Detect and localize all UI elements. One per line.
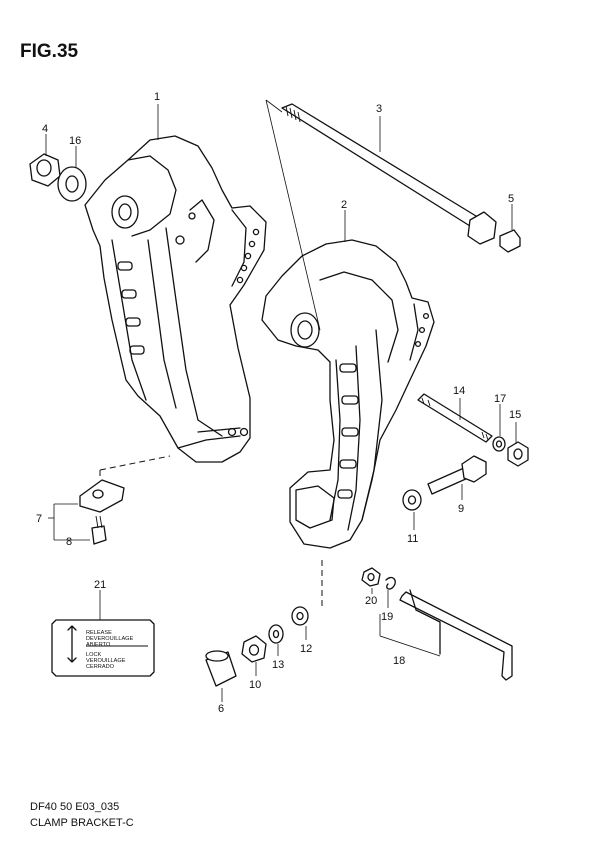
callout-numbers: 1 2 3 4 5 6 7 8 9 10 11 12 13 14 15 16 1… xyxy=(36,91,521,715)
label-line-3: ABIERTO xyxy=(86,642,111,648)
figure-title: FIG.35 xyxy=(20,41,79,62)
plate-and-screw xyxy=(79,455,171,545)
label-line-4: LOCK xyxy=(86,652,102,658)
nut-10 xyxy=(241,635,267,663)
washer-11 xyxy=(402,489,422,511)
callout-20: 20 xyxy=(365,595,377,607)
collar-6 xyxy=(205,650,237,687)
washer-12 xyxy=(291,606,309,626)
callout-19: 19 xyxy=(381,611,393,623)
nut-15 xyxy=(507,441,529,467)
footer-model: DF40 50 E03_035 xyxy=(30,801,119,813)
callout-9: 9 xyxy=(458,503,464,515)
nut-20 xyxy=(361,567,381,587)
washer-13 xyxy=(268,624,284,644)
cap-nut xyxy=(499,229,521,253)
callout-1: 1 xyxy=(154,91,160,103)
footer-name: CLAMP BRACKET-C xyxy=(30,817,134,829)
callout-16: 16 xyxy=(69,135,81,147)
nut-4 xyxy=(29,153,61,187)
callout-11: 11 xyxy=(407,533,418,545)
callout-12: 12 xyxy=(300,643,312,655)
callout-15: 15 xyxy=(509,409,521,421)
callout-14: 14 xyxy=(453,385,465,397)
label-line-2: DEVEROUILLAGE xyxy=(86,636,134,642)
callout-7: 7 xyxy=(36,513,42,525)
bolt-9 xyxy=(427,455,487,495)
callout-3: 3 xyxy=(376,103,382,115)
callout-17: 17 xyxy=(494,393,506,405)
leader-lines xyxy=(45,104,517,702)
label-line-1: RELEASE xyxy=(86,630,112,636)
callout-13: 13 xyxy=(272,659,284,671)
callout-18: 18 xyxy=(393,655,405,667)
long-bolt xyxy=(265,99,497,331)
callout-6: 6 xyxy=(218,703,224,715)
label-line-5: VEROUILLAGE xyxy=(86,658,126,664)
callout-21: 21 xyxy=(94,579,106,591)
callout-8: 8 xyxy=(66,536,72,548)
callout-5: 5 xyxy=(508,193,514,205)
release-rod xyxy=(379,589,513,681)
nut-16 xyxy=(57,166,87,202)
stud-bolt xyxy=(417,393,493,443)
callout-10: 10 xyxy=(249,679,261,691)
clamp-bracket-right xyxy=(261,239,435,549)
clamp-bracket-left xyxy=(84,135,267,463)
callout-2: 2 xyxy=(341,199,347,211)
clip-19 xyxy=(385,576,396,590)
callout-4: 4 xyxy=(42,123,48,135)
label-line-6: CERRADO xyxy=(86,664,115,670)
washer-17 xyxy=(492,436,506,452)
label-plate: RELEASE DEVEROUILLAGE ABIERTO LOCK VEROU… xyxy=(51,619,155,677)
